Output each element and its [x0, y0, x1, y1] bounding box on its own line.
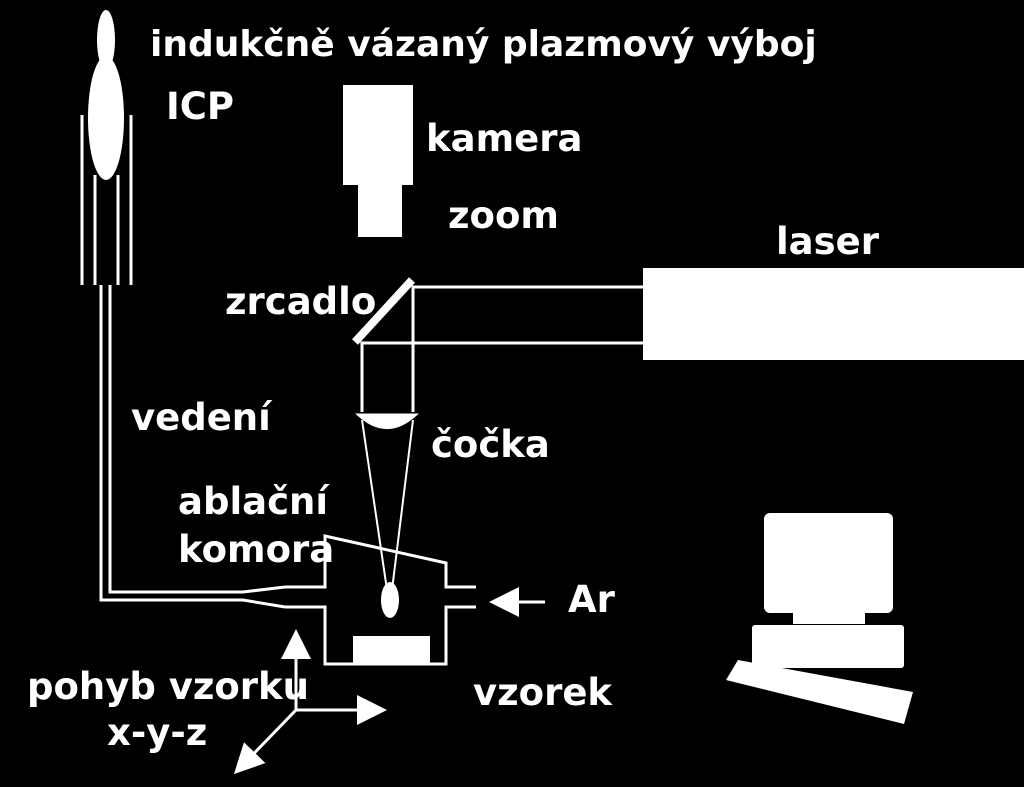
transport-tube	[99, 285, 286, 609]
axis-y	[233, 708, 298, 775]
label-chamber-line2: komora	[178, 528, 335, 571]
icp-torch	[80, 10, 133, 285]
sample-stage	[353, 636, 430, 664]
focusing-lens	[355, 413, 419, 429]
label-plasma: indukčně vázaný plazmový výboj	[150, 24, 817, 65]
plasma-flame	[97, 10, 115, 70]
computer-icon	[726, 513, 913, 724]
computer-keyboard	[726, 660, 913, 724]
label-sample-motion-line1: pohyb vzorku	[27, 665, 309, 708]
label-zoom: zoom	[448, 194, 559, 237]
computer-stand	[793, 613, 865, 624]
laser-beam	[360, 285, 643, 412]
laser-unit	[643, 268, 1024, 360]
focused-beam	[361, 419, 414, 591]
xyz-axes	[233, 629, 387, 775]
mirror	[352, 277, 415, 345]
label-icp: ICP	[166, 85, 235, 128]
label-sample-motion-line2: x-y-z	[107, 711, 208, 754]
label-mirror: zrcadlo	[225, 280, 377, 323]
computer-monitor	[764, 513, 893, 613]
zoom-lens	[358, 185, 402, 237]
label-lens: čočka	[431, 423, 550, 466]
camera-body	[343, 85, 413, 185]
plasma-body	[88, 56, 124, 180]
computer-case	[752, 625, 904, 668]
label-laser: laser	[776, 220, 880, 263]
label-camera: kamera	[426, 117, 583, 160]
label-argon: Ar	[568, 578, 615, 621]
ablation-plume	[381, 582, 399, 618]
label-transport: vedení	[131, 396, 271, 439]
label-sample: vzorek	[473, 671, 613, 714]
label-chamber-line1: ablační	[178, 480, 329, 523]
